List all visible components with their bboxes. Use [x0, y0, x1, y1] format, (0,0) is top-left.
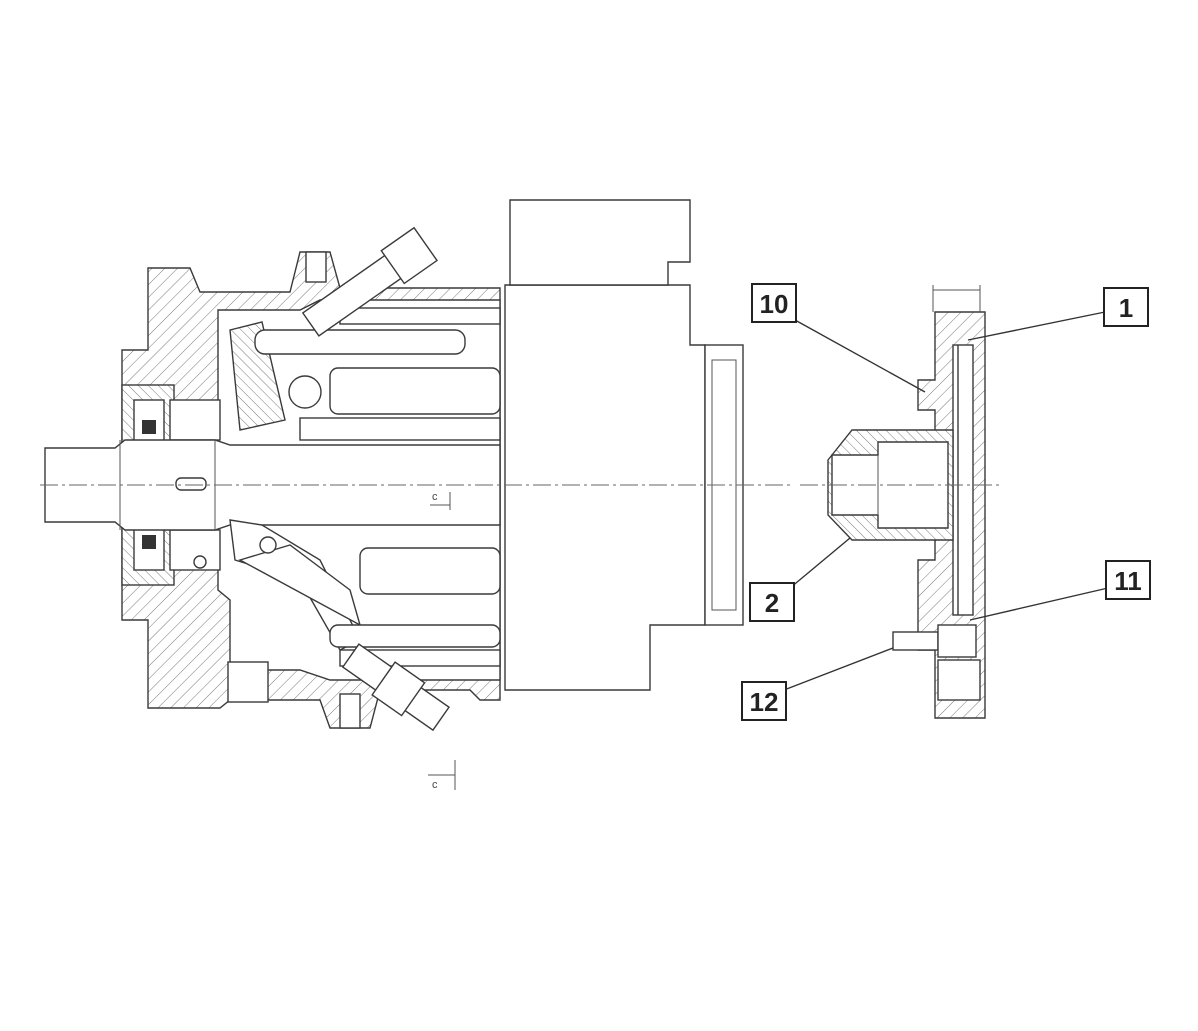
seal-top	[142, 420, 156, 434]
svg-text:2: 2	[765, 588, 779, 618]
bolt-hole	[937, 659, 981, 701]
lower-pistons	[193, 519, 501, 732]
shaft-key	[175, 477, 207, 491]
svg-text:1: 1	[1119, 293, 1133, 323]
callout-1: 1	[1103, 287, 1149, 327]
svg-text:12: 12	[750, 687, 779, 717]
adapter-flange	[827, 285, 986, 719]
svg-text:11: 11	[1114, 566, 1142, 596]
flange-groove	[952, 344, 974, 616]
bolt-shank	[892, 631, 939, 651]
callout-10: 10	[751, 283, 797, 323]
svg-text:10: 10	[760, 289, 789, 319]
motor-assembly: c c	[44, 199, 744, 791]
port-block	[504, 284, 706, 691]
seal-bottom	[142, 535, 156, 549]
port-cap-top	[509, 199, 691, 286]
section-mark-c1: c	[432, 491, 438, 503]
bolt-head	[937, 624, 977, 658]
callout-2: 2	[749, 582, 795, 622]
callout-12: 12	[741, 681, 787, 721]
section-mark-c2: c	[432, 779, 438, 791]
callout-11: 11	[1105, 560, 1151, 600]
upper-pistons	[229, 226, 501, 441]
bearing-ring-top	[169, 399, 221, 441]
